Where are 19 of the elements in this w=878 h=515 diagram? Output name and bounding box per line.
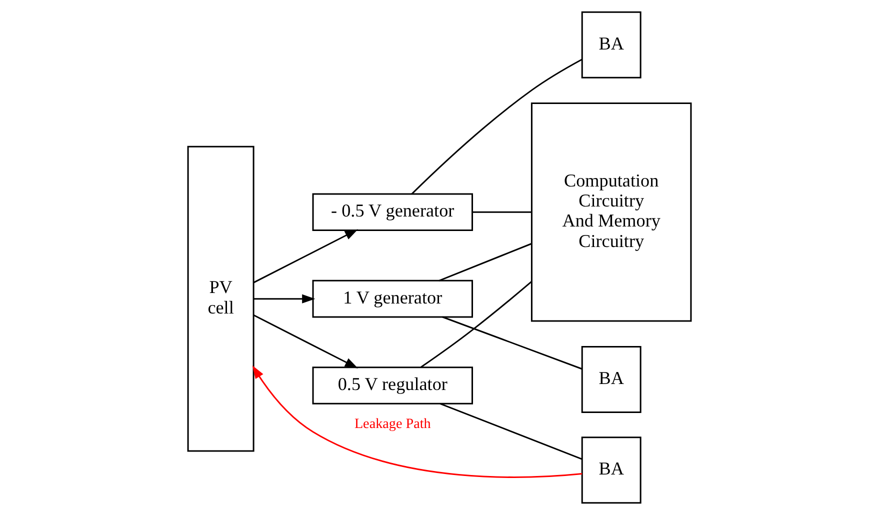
- arrow: [252, 365, 582, 478]
- node-box: BA: [580, 11, 641, 78]
- edge-label: Leakage Path: [354, 416, 430, 432]
- node-box: BA: [580, 436, 641, 504]
- node-box: - 0.5 V generator: [312, 193, 472, 232]
- node-box: PV cell: [186, 146, 254, 452]
- node-box: BA: [580, 346, 641, 413]
- node-box: 1 V generator: [312, 280, 472, 318]
- arrow: [252, 314, 358, 368]
- connector: [442, 316, 582, 370]
- connector: [410, 58, 582, 194]
- node-box: 0.5 V regulator: [312, 366, 472, 404]
- arrow: [253, 294, 315, 304]
- arrow: [252, 229, 358, 284]
- node-box: Computation Circuitry And Memory Circuitry: [530, 102, 692, 322]
- connector: [439, 402, 582, 460]
- connector: [420, 281, 532, 368]
- connector: [472, 211, 532, 213]
- connector: [438, 242, 532, 282]
